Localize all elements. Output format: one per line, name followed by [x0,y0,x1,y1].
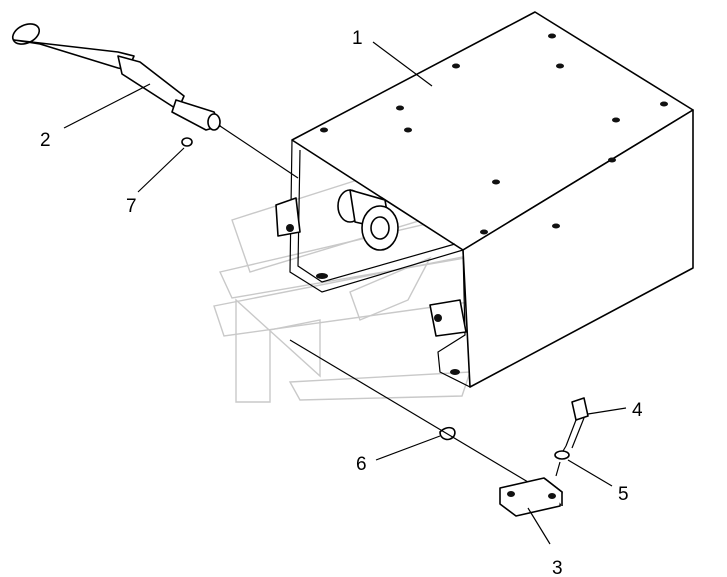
part-1-housing [275,11,694,388]
callout-4: 4 [632,400,643,421]
callout-6: 6 [356,454,367,475]
part-4-bolt [565,397,589,449]
part-5-washer [554,450,570,460]
tab-hole [286,224,294,232]
top-mounting-holes [320,33,668,235]
callout-labels: 1 2 3 4 5 6 7 [40,28,643,577]
callout-1: 1 [352,28,363,49]
callout-3: 3 [552,558,563,577]
part-2-handle [11,23,221,131]
callout-leaders [63,41,627,545]
callout-5: 5 [618,484,629,505]
callout-2: 2 [40,130,51,151]
part-3-clamp [499,477,563,517]
housing-left-tab [275,197,301,237]
callout-7: 7 [126,196,137,217]
part-7-pin [181,137,193,147]
assembly-lines [219,125,567,483]
housing-side-face [462,109,694,388]
housing-right-tab [429,299,467,337]
